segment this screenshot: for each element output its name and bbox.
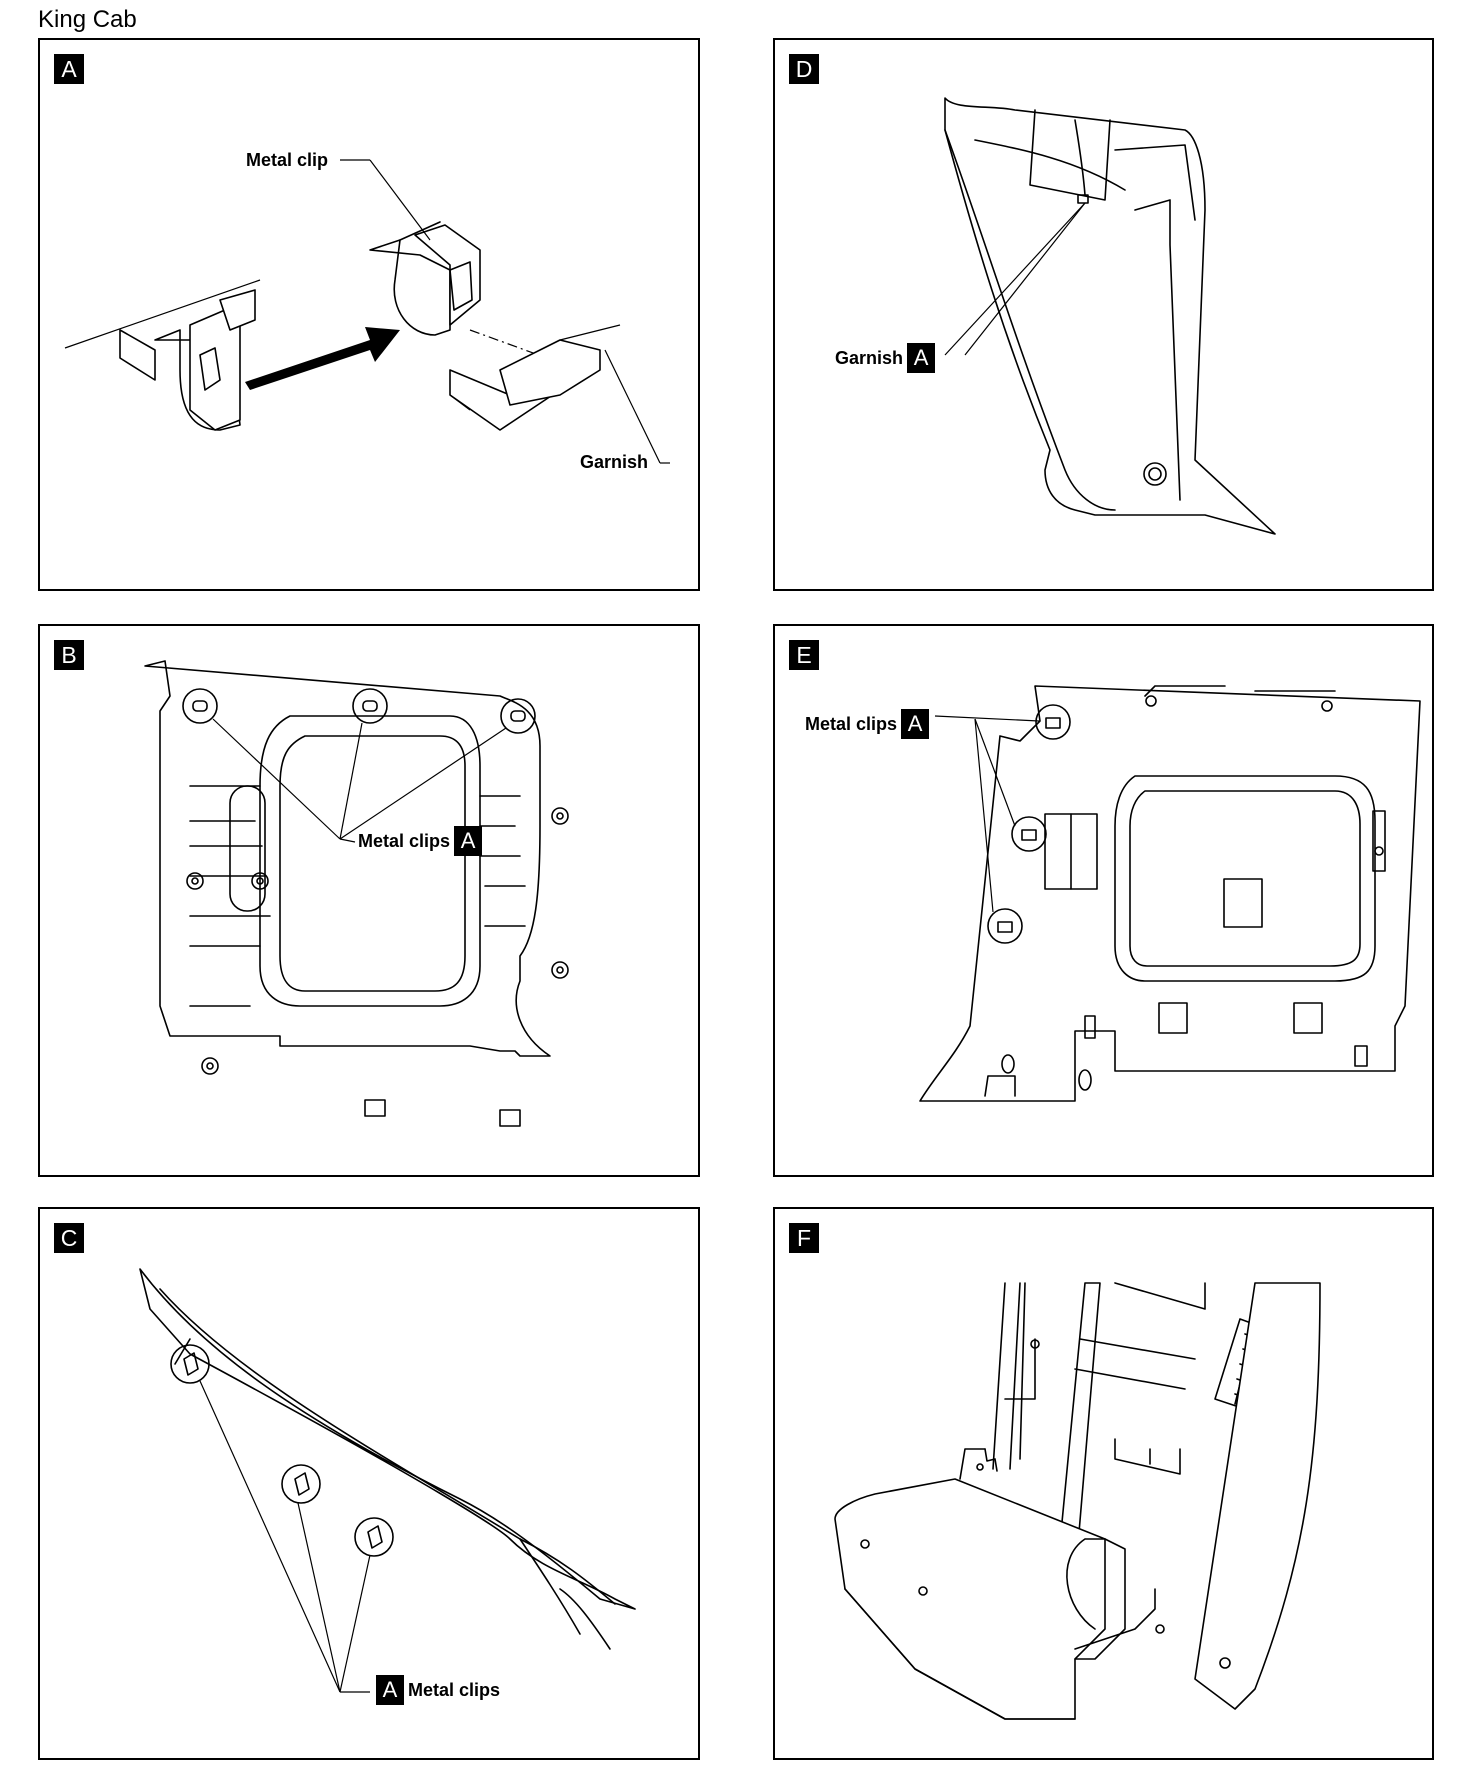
panel-badge: A [54, 54, 84, 84]
metal-clips-text: Metal clips [408, 1679, 501, 1700]
panel-badge: E [789, 640, 819, 670]
panel-badge: C [54, 1223, 84, 1253]
garnish-text: Garnish [580, 452, 649, 472]
garnish-tag: A [907, 343, 936, 373]
metal-clip-text: Metal clip [246, 150, 329, 170]
rear-trim-drawing [144, 660, 569, 1127]
garnish-drawing [944, 97, 1276, 535]
metal-clips-text: Metal clips [358, 830, 451, 851]
metal-clips-tag: A [454, 826, 483, 856]
metal-clips-tag: A [376, 1675, 404, 1705]
garnish-label: Garnish [580, 452, 648, 473]
clip-removal-drawing [64, 159, 670, 464]
panel-badge: D [789, 54, 819, 84]
page-title: King Cab [38, 6, 137, 33]
metal-clips-tag: A [901, 709, 930, 739]
floor-trim-drawing [834, 1282, 1321, 1720]
panel-f: F [773, 1207, 1434, 1760]
panel-a: A Metal clip Garnish [38, 38, 700, 591]
panel-badge: F [789, 1223, 819, 1253]
quarter-trim-drawing [919, 685, 1421, 1102]
garnish-text: Garnish [835, 347, 904, 368]
metal-clip-label: Metal clip [246, 150, 328, 171]
panel-badge: B [54, 640, 84, 670]
metal-clips-text: Metal clips [805, 713, 898, 734]
roof-garnish-drawing [139, 1268, 636, 1693]
